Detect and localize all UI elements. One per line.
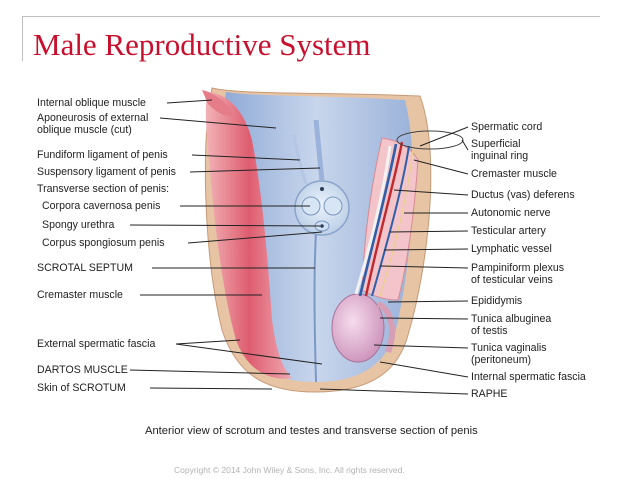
leader-dartos	[129, 369, 291, 375]
title-rule-top	[22, 16, 600, 17]
copyright-notice: Copyright © 2014 John Wiley & Sons, Inc.…	[174, 465, 405, 475]
fundiform-ligament	[292, 134, 308, 185]
label-internal-oblique-muscle: Internal oblique muscle	[37, 97, 146, 109]
leader-aponeurosis	[159, 117, 277, 129]
leader-internal-oblique	[166, 99, 213, 104]
label-suspensory-ligament: Suspensory ligament of penis	[37, 166, 176, 178]
label-of-testis: of testis	[471, 325, 508, 337]
label-spermatic-cord: Spermatic cord	[471, 121, 543, 133]
label-spongy-urethra: Spongy urethra	[42, 219, 115, 231]
spongy-urethra	[320, 224, 324, 228]
leader-lines	[129, 99, 469, 395]
label-transverse-section-penis: Transverse section of penis:	[37, 183, 170, 195]
right-testis	[331, 293, 385, 363]
superficial-inguinal-ring	[396, 130, 464, 150]
label-aponeurosis-external: Aponeurosis of external	[37, 112, 149, 124]
figure-caption: Anterior view of scrotum and testes and …	[145, 425, 478, 437]
spermatic-cord-sheath	[361, 137, 419, 301]
suspensory-ligament	[313, 119, 325, 182]
label-corpora-cavernosa: Corpora cavernosa penis	[42, 200, 161, 212]
leader-artery	[389, 230, 469, 233]
label-inguinal-ring: inguinal ring	[471, 150, 529, 162]
leader-epididymis	[387, 300, 469, 303]
testicular-artery	[364, 141, 404, 297]
leader-albuginea	[379, 317, 469, 320]
leader-ductus	[393, 189, 469, 196]
slide-title: Male Reproductive System	[33, 27, 371, 62]
internal-oblique-muscle	[202, 90, 236, 117]
leader-suspensory	[189, 167, 321, 173]
epididymis	[376, 301, 396, 354]
label-cremaster-muscle-left: Cremaster muscle	[37, 289, 123, 301]
ductus-deferens	[354, 145, 392, 295]
pampiniform-plexus-2	[371, 145, 410, 297]
anatomy-body	[202, 87, 464, 393]
left-cremaster-muscle	[205, 92, 292, 379]
autonomic-nerve	[379, 149, 414, 297]
label-raphe: RAPHE	[471, 388, 508, 400]
label-tunica-albuginea: Tunica albuginea	[471, 313, 552, 325]
label-pampiniform-plexus: Pampiniform plexus	[471, 262, 565, 274]
label-cremaster-muscle-right: Cremaster muscle	[471, 168, 557, 180]
label-scrotal-septum: SCROTAL SEPTUM	[37, 262, 133, 274]
right-corpus-cavernosum	[323, 196, 343, 216]
label-oblique-muscle-cut: oblique muscle (cut)	[37, 124, 132, 136]
leader-int-fascia	[379, 361, 469, 378]
label-internal-spermatic-fascia: Internal spermatic fascia	[471, 371, 586, 383]
leader-spermatic-cord	[419, 126, 469, 147]
leader-skin	[149, 387, 273, 390]
leader-cremaster-right	[413, 159, 469, 175]
title-rule-left	[22, 16, 23, 61]
leader-corpus-spongiosum	[187, 231, 323, 244]
label-skin-of-scrotum: Skin of SCROTUM	[37, 382, 126, 394]
leader-lymphatic	[383, 248, 469, 251]
label-testicular-veins: of testicular veins	[471, 274, 553, 286]
label-tunica-vaginalis: Tunica vaginalis	[471, 342, 547, 354]
leader-pampiniform	[379, 265, 469, 269]
label-superficial: Superficial	[471, 138, 521, 150]
leader-ext-fascia-a	[175, 339, 241, 345]
label-corpus-spongiosum: Corpus spongiosum penis	[42, 237, 165, 249]
label-lymphatic-vessel: Lymphatic vessel	[471, 243, 552, 255]
label-autonomic-nerve: Autonomic nerve	[471, 207, 551, 219]
label-ductus-deferens: Ductus (vas) deferens	[471, 189, 575, 201]
leader-vaginalis	[373, 344, 469, 349]
label-dartos-muscle: DARTOS MUSCLE	[37, 364, 128, 376]
label-epididymis: Epididymis	[471, 295, 523, 307]
pampiniform-plexus	[358, 143, 398, 297]
label-fundiform-ligament: Fundiform ligament of penis	[37, 149, 168, 161]
leader-inguinal-ring	[461, 139, 469, 151]
dorsal-vessel	[320, 187, 324, 191]
label-peritoneum: (peritoneum)	[471, 354, 532, 366]
label-external-spermatic-fascia: External spermatic fascia	[37, 338, 156, 350]
leader-ext-fascia-b	[175, 343, 323, 365]
leader-raphe	[319, 388, 469, 395]
leader-fundiform	[191, 154, 301, 161]
label-testicular-artery: Testicular artery	[471, 225, 546, 237]
scrotal-septum-line	[313, 231, 317, 383]
leader-spongy-urethra	[129, 224, 321, 227]
